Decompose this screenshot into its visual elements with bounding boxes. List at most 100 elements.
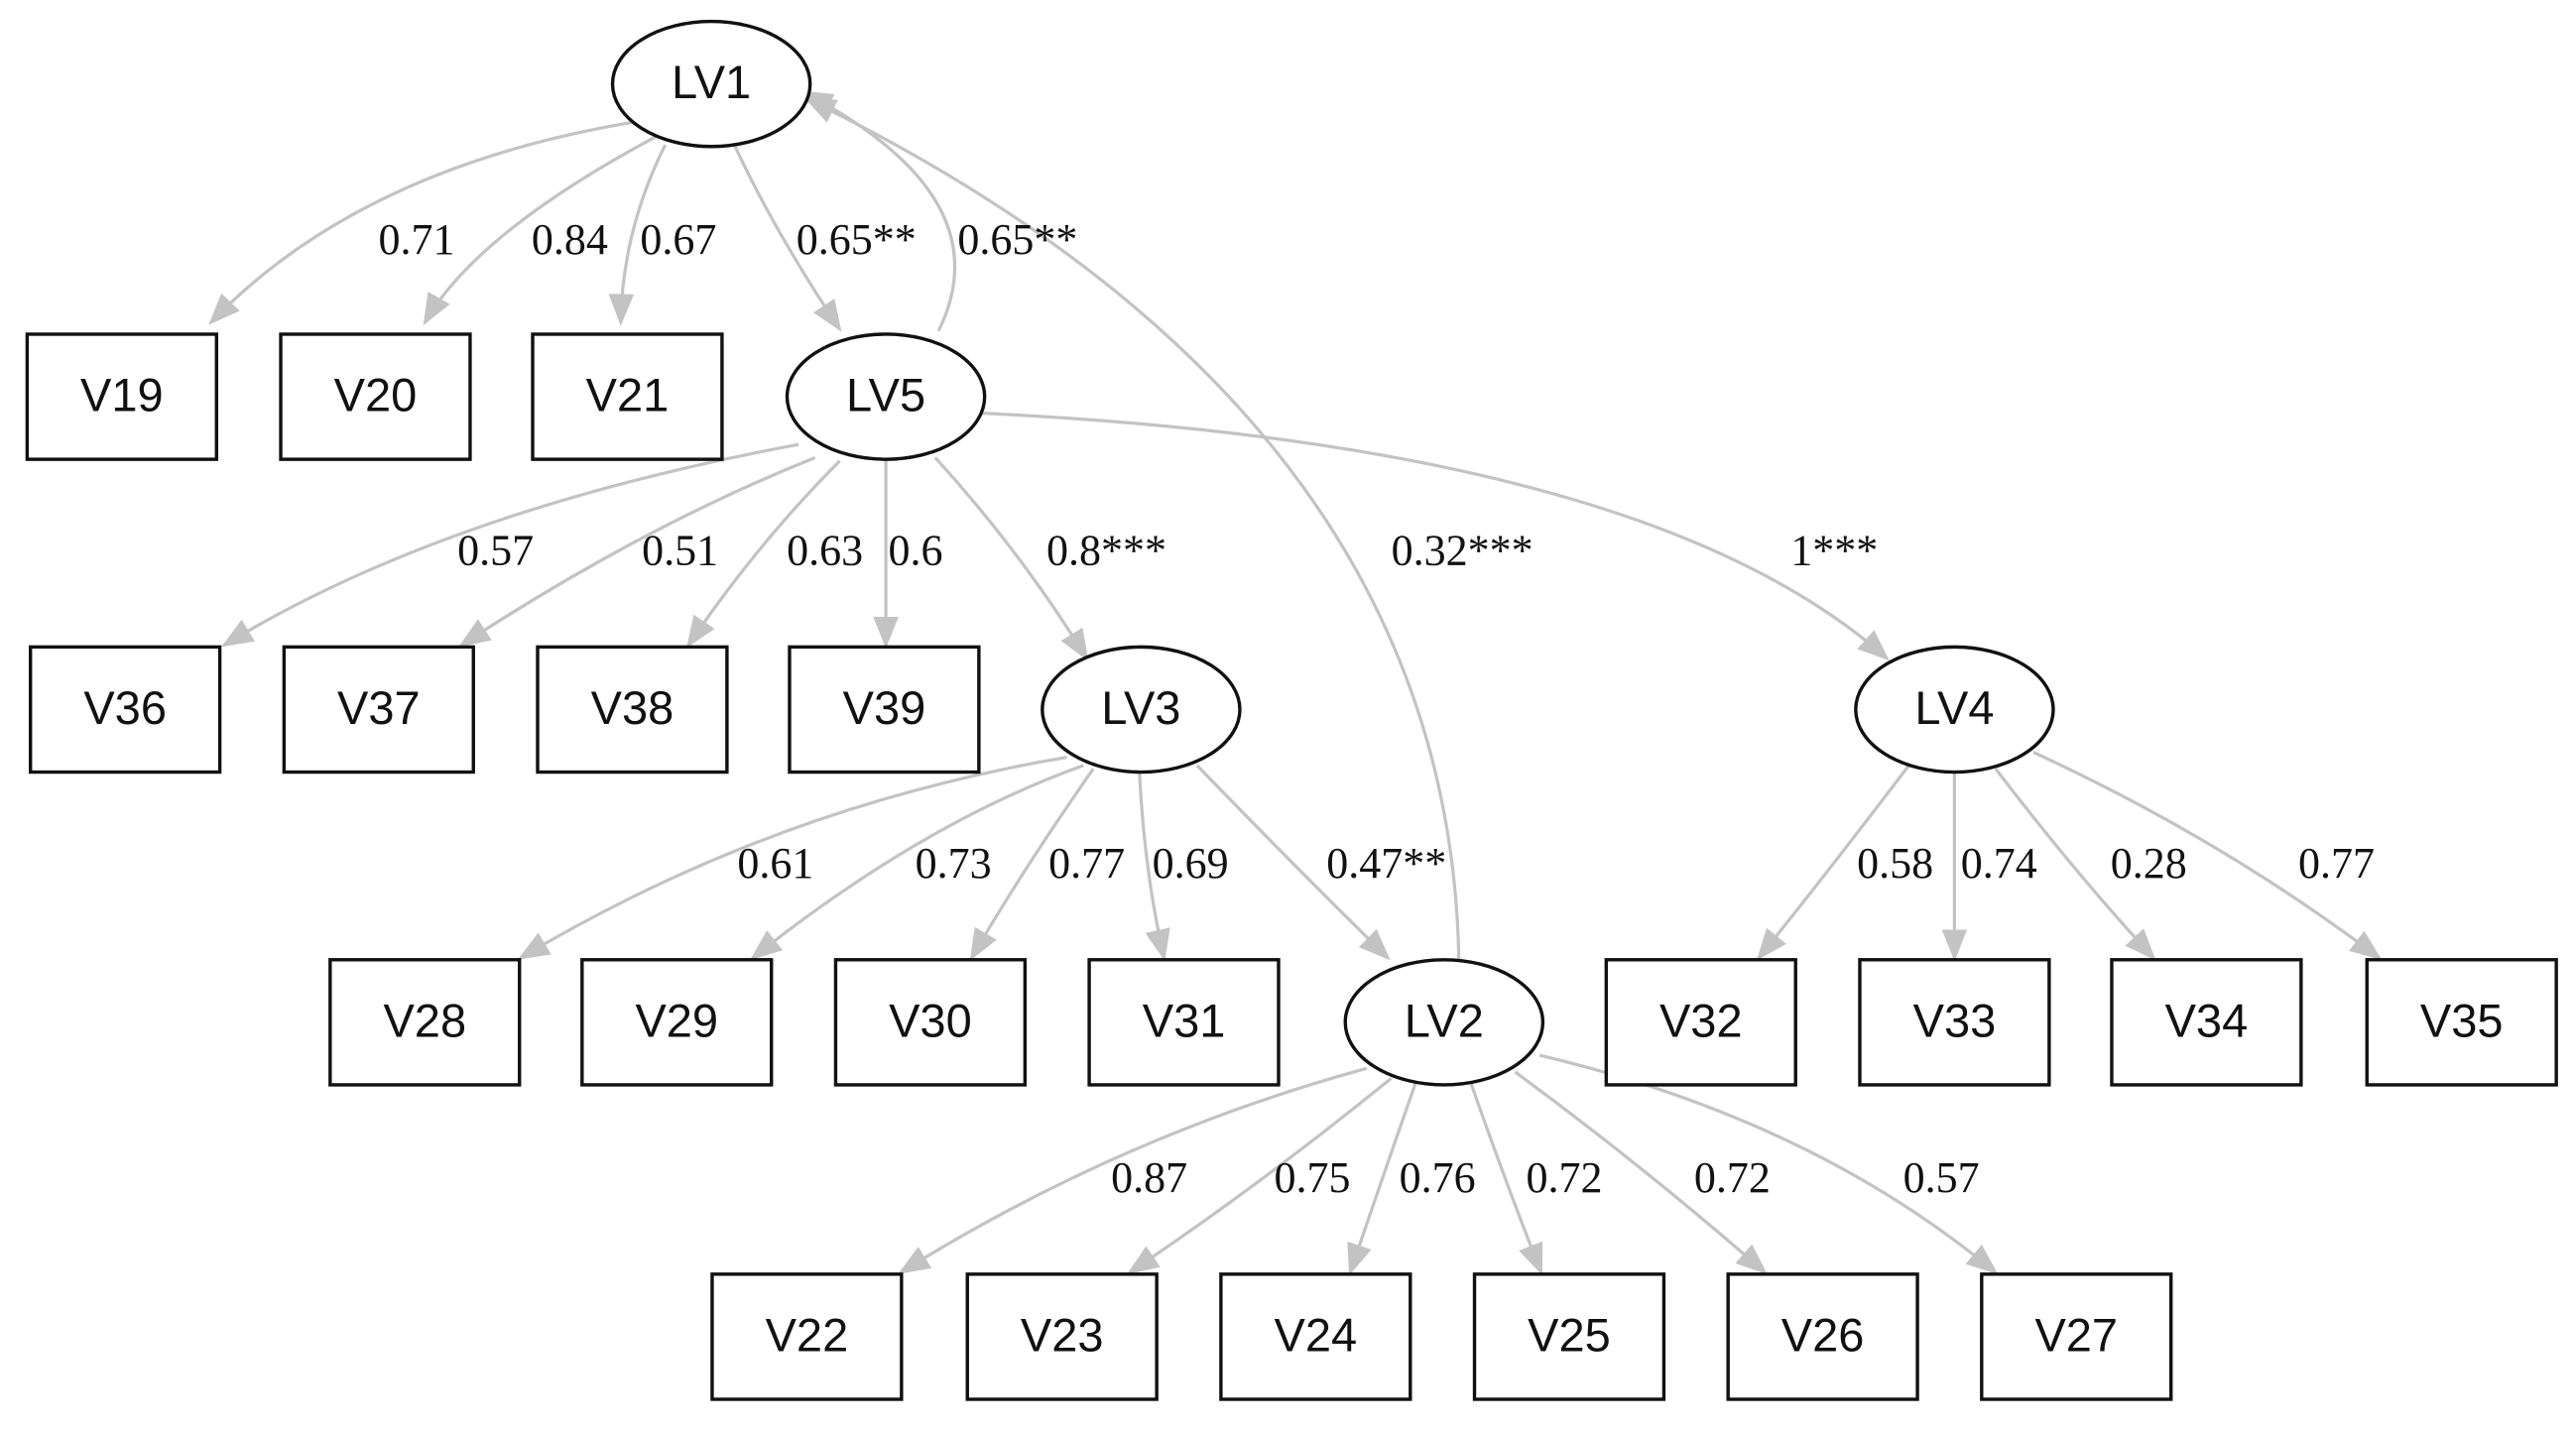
- observed-box: [1472, 1272, 1666, 1401]
- observed-node-v24: V24: [1219, 1272, 1412, 1401]
- observed-box: [1604, 958, 1797, 1087]
- observed-box: [833, 958, 1028, 1087]
- edge-label-lv3-to-lv2: 0.47**: [1326, 839, 1446, 888]
- latent-node-lv1: LV1: [610, 19, 812, 149]
- edge-label-lv5-to-v38: 0.63: [787, 527, 863, 575]
- observed-label: V32: [1659, 994, 1743, 1046]
- observed-node-v30: V30: [833, 958, 1028, 1087]
- observed-node-v34: V34: [2110, 958, 2303, 1087]
- edge-label-lv3-to-v28: 0.61: [737, 839, 813, 888]
- observed-node-v36: V36: [29, 645, 222, 775]
- edge-label-lv5-to-v37: 0.51: [642, 527, 718, 575]
- observed-label: V35: [2420, 994, 2504, 1046]
- edge-lv3-to-v31: [1138, 772, 1170, 962]
- observed-box: [2110, 958, 2303, 1087]
- edge-label-lv2-to-v27: 0.57: [1903, 1153, 1980, 1202]
- edge-label-lv4-to-v35: 0.77: [2298, 839, 2375, 888]
- edge-lv3-to-v29: [750, 764, 1084, 961]
- observed-node-v31: V31: [1087, 958, 1281, 1087]
- observed-label: V33: [1913, 994, 1997, 1046]
- latent-label: LV3: [1101, 681, 1180, 734]
- latent-ellipse: [1041, 645, 1242, 775]
- observed-box: [788, 645, 981, 775]
- observed-node-v26: V26: [1726, 1272, 1919, 1401]
- edge-label-lv4-to-v32: 0.58: [1857, 839, 1933, 888]
- observed-node-v29: V29: [580, 958, 774, 1087]
- edge-label-lv4-to-v34: 0.28: [2111, 839, 2187, 888]
- edge-lv1-to-lv5: [732, 144, 842, 332]
- observed-label: V24: [1275, 1308, 1358, 1361]
- observed-label: V27: [2034, 1308, 2118, 1361]
- observed-box: [2365, 958, 2558, 1087]
- edge-lv1-to-v20: [423, 130, 667, 326]
- edge-lv2-to-v22: [898, 1066, 1368, 1274]
- edge-label-lv2-to-v22: 0.87: [1111, 1153, 1187, 1202]
- observed-node-v32: V32: [1604, 958, 1797, 1087]
- edge-lv3-to-v28: [517, 756, 1067, 960]
- latent-node-lv3: LV3: [1041, 645, 1242, 775]
- edge-label-lv3-to-v29: 0.73: [916, 839, 992, 888]
- edge-lv1-to-v21: [608, 144, 668, 326]
- edge-label-lv1-to-v21: 0.67: [640, 215, 716, 264]
- observed-label: V30: [889, 994, 972, 1046]
- edge-lv5-to-lv3: [933, 456, 1089, 661]
- latent-label: LV1: [672, 56, 751, 108]
- edge-lv1-to-v19: [208, 118, 646, 325]
- edge-label-lv5-to-lv1: 0.65**: [957, 215, 1077, 264]
- edge-lv3-to-v30: [969, 768, 1095, 961]
- edge-label-lv1-to-lv5: 0.65**: [797, 215, 917, 264]
- latent-ellipse: [1343, 958, 1545, 1087]
- observed-box: [25, 332, 218, 461]
- observed-label: V23: [1021, 1308, 1104, 1361]
- edge-lv3-to-lv2: [1195, 764, 1391, 961]
- edge-label-lv3-to-v31: 0.69: [1153, 839, 1229, 888]
- edge-lv2-to-lv1: [803, 97, 1461, 960]
- edge-label-lv2-to-lv1: 0.32***: [1392, 527, 1533, 575]
- observed-node-v39: V39: [788, 645, 981, 775]
- latent-node-lv5: LV5: [785, 332, 987, 461]
- observed-box: [282, 645, 475, 775]
- observed-box: [279, 332, 472, 461]
- observed-label: V28: [383, 994, 466, 1046]
- observed-node-v20: V20: [279, 332, 472, 461]
- observed-box: [1726, 1272, 1919, 1401]
- edge-lv4-to-v35: [2032, 751, 2383, 961]
- edge-label-lv1-to-v19: 0.71: [378, 215, 454, 264]
- latent-label: LV2: [1405, 994, 1484, 1046]
- observed-node-v23: V23: [965, 1272, 1159, 1401]
- latent-label: LV5: [846, 368, 925, 420]
- edge-lv4-to-v32: [1756, 763, 1911, 961]
- observed-label: V20: [334, 368, 418, 420]
- latent-label: LV4: [1914, 681, 1994, 734]
- latent-ellipse: [1854, 645, 2055, 775]
- observed-box: [531, 332, 724, 461]
- edge-label-lv2-to-v23: 0.75: [1275, 1153, 1351, 1202]
- observed-label: V19: [80, 368, 164, 420]
- observed-box: [580, 958, 774, 1087]
- edge-lv5-to-v37: [458, 455, 816, 648]
- observed-box: [1980, 1272, 2173, 1401]
- edge-lv4-to-v34: [1994, 768, 2156, 961]
- observed-label: V22: [766, 1308, 849, 1361]
- observed-label: V26: [1781, 1308, 1865, 1361]
- observed-node-v25: V25: [1472, 1272, 1666, 1401]
- observed-label: V29: [635, 994, 718, 1046]
- observed-box: [29, 645, 222, 775]
- latent-node-lv4: LV4: [1854, 645, 2055, 775]
- observed-label: V31: [1143, 994, 1226, 1046]
- observed-label: V21: [586, 368, 670, 420]
- observed-node-v21: V21: [531, 332, 724, 461]
- observed-node-v37: V37: [282, 645, 475, 775]
- edge-label-lv5-to-lv3: 0.8***: [1046, 527, 1166, 575]
- edge-lv2-to-v24: [1347, 1081, 1418, 1276]
- observed-node-v38: V38: [536, 645, 729, 775]
- edge-label-lv5-to-v39: 0.6: [888, 527, 942, 575]
- observed-box: [1858, 958, 2051, 1087]
- observed-node-v22: V22: [710, 1272, 904, 1401]
- edge-lv5-to-lv1: [800, 90, 957, 332]
- observed-box: [536, 645, 729, 775]
- edge-label-lv2-to-v26: 0.72: [1694, 1153, 1771, 1202]
- edge-label-lv5-to-lv4: 1***: [1790, 527, 1878, 575]
- observed-label: V37: [337, 681, 421, 734]
